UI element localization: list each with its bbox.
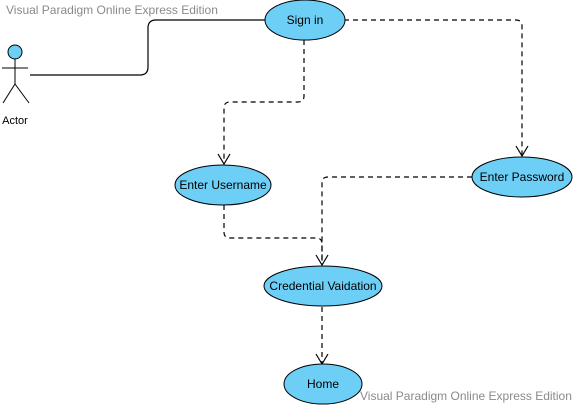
use-case-home-label: Home [307, 377, 339, 391]
watermark-bottom: Visual Paradigm Online Express Edition [360, 389, 572, 403]
association-actor-sign-in [30, 19, 266, 76]
link-username-validation [223, 205, 323, 265]
include-sign-in-username [223, 40, 305, 164]
use-case-sign-in[interactable]: Sign in [264, 0, 346, 41]
use-case-enter-username-label: Enter Username [179, 178, 267, 192]
actor-left-leg [2, 83, 16, 104]
use-case-credential-validation-label: Credential Vaidation [269, 279, 376, 293]
use-case-home[interactable]: Home [283, 363, 363, 405]
use-case-enter-username[interactable]: Enter Username [174, 164, 272, 206]
actor-head [7, 44, 23, 60]
use-case-enter-password[interactable]: Enter Password [471, 156, 573, 198]
watermark-top: Visual Paradigm Online Express Edition [6, 3, 218, 17]
link-password-validation [321, 176, 472, 265]
use-case-sign-in-label: Sign in [287, 13, 324, 27]
actor-figure[interactable] [2, 44, 30, 104]
use-case-enter-password-label: Enter Password [480, 170, 565, 184]
actor-label: Actor [2, 115, 28, 127]
arrowhead-password [515, 145, 529, 158]
arrowhead-validation [315, 254, 329, 267]
arrowhead-username [217, 153, 231, 166]
include-sign-in-password [344, 19, 523, 156]
actor-right-leg [14, 83, 30, 104]
use-case-credential-validation[interactable]: Credential Vaidation [263, 265, 383, 307]
